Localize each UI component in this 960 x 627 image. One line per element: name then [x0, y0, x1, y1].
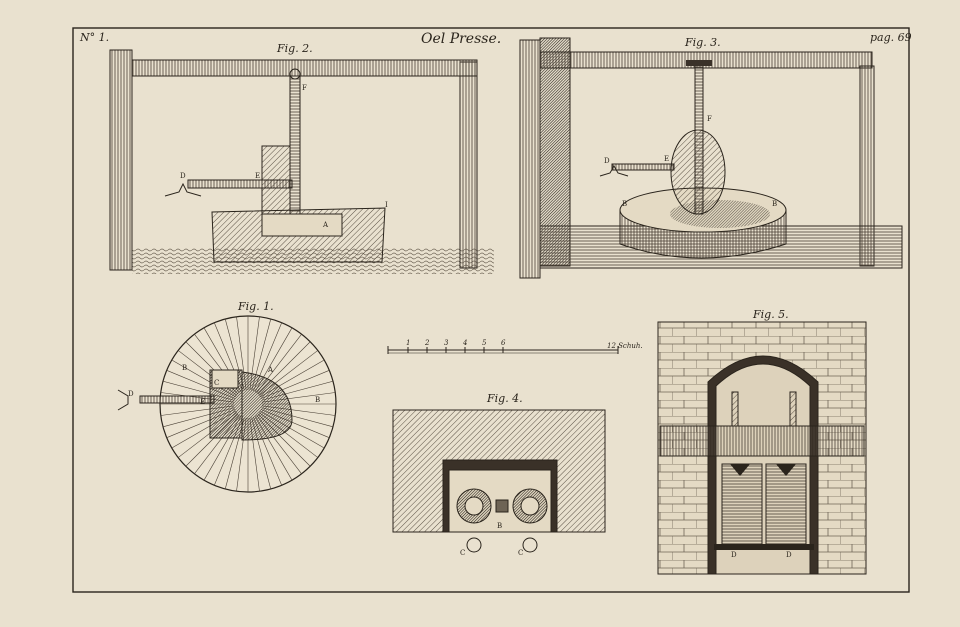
fig-1-shadow — [241, 371, 293, 441]
fig-2-shaft-collar — [289, 68, 301, 80]
page-reference: pag. 69 — [870, 31, 912, 44]
fig-1-hub — [211, 369, 239, 389]
scale-tick-label: 2 — [424, 339, 430, 347]
fig-4-label: Fig. 4. — [486, 392, 523, 405]
fig-4-letter-c1: C — [460, 549, 465, 557]
scale-end-label: 12 Schuh. — [607, 342, 643, 350]
fig-5-cross-beam — [659, 425, 865, 457]
fig-2-letter-d: D — [180, 172, 186, 180]
fig-5-label: Fig. 5. — [752, 308, 789, 321]
fig-2-vertical-shaft — [289, 75, 301, 217]
plate-border — [72, 27, 910, 593]
fig-5-base — [714, 544, 814, 550]
fig-5-letter-d1: D — [731, 551, 737, 559]
fig-4-crank-left — [466, 537, 482, 553]
fig-3-letter-b1: B — [622, 200, 627, 208]
fig-5-left-funnel — [730, 464, 750, 476]
fig-1-crank-handle — [117, 389, 129, 411]
fig-3-letter-b2: B — [772, 200, 777, 208]
fig-2-crank-handle — [164, 182, 202, 197]
fig-1-letter-a: A — [267, 366, 274, 374]
fig-2-top-beam — [131, 59, 478, 77]
fig-2-horizontal-arm — [187, 179, 293, 189]
fig-2-basin-trough — [261, 213, 343, 237]
fig-1-letter-e: E — [200, 398, 205, 406]
scale-tick-label: 1 — [406, 339, 410, 347]
plate-number: N° 1. — [80, 31, 110, 44]
fig-3-arm — [611, 163, 675, 171]
scale-tick-label: 6 — [501, 339, 506, 347]
fig-3-letter-f: F — [707, 115, 712, 123]
scale-bar: 1 2 3 4 5 6 12 Schuh. — [387, 339, 643, 354]
fig-3-shaft-cap — [686, 60, 712, 66]
fig-2-label: Fig. 2. — [276, 42, 313, 55]
fig-1-letter-c: C — [214, 379, 219, 387]
fig-4-crank-right — [522, 537, 538, 553]
fig-5-letter-d2: D — [786, 551, 792, 559]
scale-tick-label: 3 — [444, 339, 449, 347]
fig-1-label: Fig. 1. — [237, 300, 274, 313]
fig-5-left-chamber — [721, 463, 763, 545]
fig-3-letter-e: E — [664, 155, 669, 163]
fig-3-label: Fig. 3. — [684, 36, 721, 49]
figure-4-rolls-plan: Fig. 4. B C C — [392, 392, 606, 557]
scale-tick-label: 5 — [482, 339, 487, 347]
fig-3-vertical-shaft — [694, 63, 704, 215]
fig-5-left-screw — [731, 391, 739, 427]
scale-tick-label: 4 — [462, 339, 467, 347]
figure-5-oven-elevation: Fig. 5. D D — [657, 308, 867, 575]
scale-ticks: 1 2 3 4 5 6 — [406, 339, 506, 353]
fig-1-letter-d: D — [128, 390, 134, 398]
figure-3-press-perspective: Fig. 3. F D E B B — [519, 36, 903, 279]
fig-2-left-post — [109, 49, 133, 271]
fig-2-letter-i: I — [385, 201, 388, 209]
fig-2-letter-e: E — [255, 172, 260, 180]
fig-1-letter-b2: B — [315, 396, 320, 404]
fig-3-letter-d: D — [604, 157, 610, 165]
fig-1-arm — [139, 395, 215, 404]
fig-2-right-post — [459, 61, 478, 269]
fig-5-right-screw — [789, 391, 797, 427]
fig-1-letter-b1: B — [182, 364, 187, 372]
fig-5-right-funnel — [776, 464, 796, 476]
fig-2-letter-f: F — [302, 84, 307, 92]
fig-3-left-post — [519, 39, 541, 279]
figure-2-press-side-view: Fig. 2. F D E A I — [109, 42, 494, 274]
figure-1-press-top-view: Fig. 1. D C E A B B — [117, 300, 337, 493]
fig-4-letter-b: B — [497, 522, 502, 530]
plate-title: Oel Presse. — [421, 31, 502, 47]
fig-4-letter-c2: C — [518, 549, 523, 557]
fig-2-letter-a: A — [322, 221, 329, 229]
fig-3-crank-handle — [599, 164, 629, 177]
